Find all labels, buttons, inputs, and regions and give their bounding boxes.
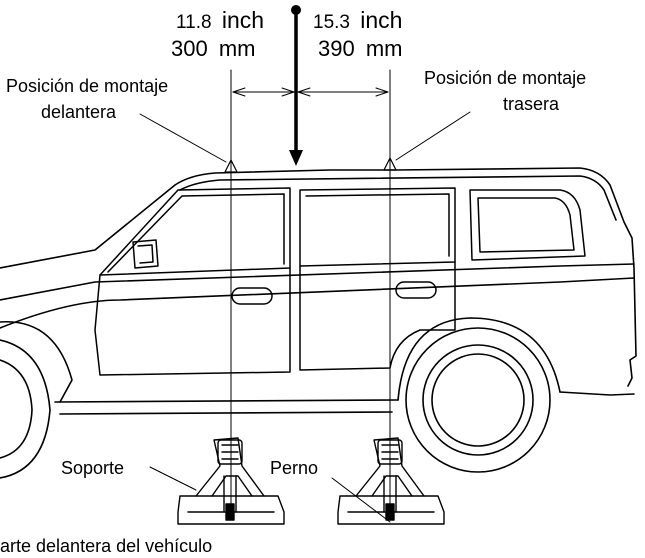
rear-mount-label-line1: Posición de montaje [424, 68, 586, 88]
svg-text:15.3 inch: 15.3 inch [313, 7, 402, 33]
front-support [177, 437, 285, 525]
front-inch-unit: inch [222, 7, 264, 33]
rear-wheel [405, 327, 551, 473]
vehicle-doors [94, 261, 456, 376]
rear-support [337, 437, 445, 525]
center-reference-arrow [289, 5, 303, 166]
rear-inch-unit: inch [360, 7, 402, 33]
bolt-label: Perno [270, 458, 318, 478]
rear-mount-label-line2: trasera [503, 94, 560, 114]
svg-text:390 mm: 390 mm [318, 36, 403, 61]
front-mount-marker [224, 159, 238, 173]
rear-mm-unit: mm [366, 36, 403, 61]
vehicle-front-label: Parte delantera del vehículo [0, 536, 212, 556]
vehicle-windows [99, 187, 586, 276]
svg-text:300 mm: 300 mm [171, 36, 256, 61]
front-mm-unit: mm [219, 36, 256, 61]
leader-lines [139, 111, 471, 523]
rear-dimension-label: 15.3 inch 390 mm [313, 7, 403, 61]
front-dimension-line [232, 87, 295, 97]
front-inch-value: 11.8 [176, 12, 212, 33]
front-dimension-label: 11.8 inch 300 mm [171, 7, 264, 61]
front-mount-label-line2: delantera [41, 102, 117, 122]
mount-markers [224, 157, 397, 173]
vehicle-outline [0, 167, 637, 415]
front-wheel [0, 339, 51, 479]
rear-inch-value: 15.3 [313, 12, 350, 33]
rear-dimension-line [297, 87, 389, 97]
rear-mm-value: 390 [318, 36, 355, 61]
front-mount-label-line1: Posición de montaje [6, 76, 168, 96]
svg-text:11.8 inch: 11.8 inch [176, 7, 264, 33]
support-label: Soporte [61, 458, 124, 478]
rear-mount-marker [383, 157, 397, 171]
front-mm-value: 300 [171, 36, 208, 61]
